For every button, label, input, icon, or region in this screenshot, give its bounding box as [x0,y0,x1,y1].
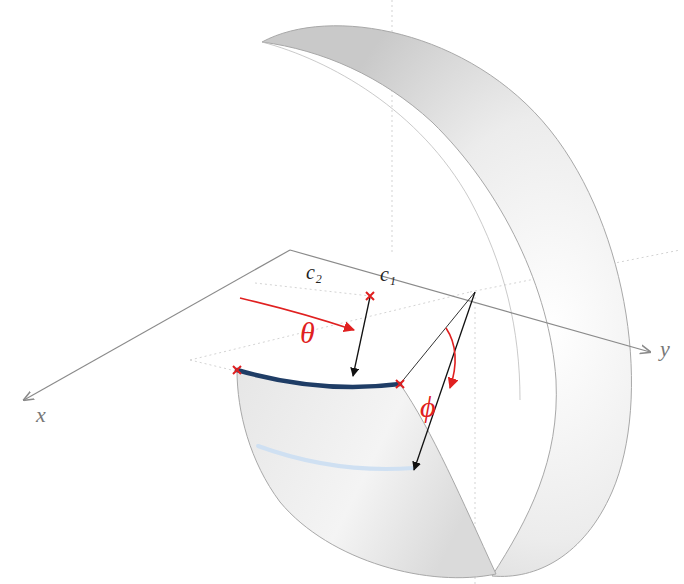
angle-label: θ [300,318,315,348]
parameter-label: c₁ [380,264,396,284]
y-axis [290,250,650,352]
axis-label: x [36,404,46,426]
torus-front-surface [237,370,496,578]
parallel-arc [258,446,414,469]
torus-inner-edge [262,42,520,400]
axis-label: y [660,338,670,360]
cut-edge-arc [237,370,400,387]
phi-radius-arrow [414,292,475,470]
angle-label: ϕ [420,392,436,422]
parameter-label: c₂ [306,262,322,282]
guide-lines [190,0,680,584]
phi-arc [446,328,455,388]
x-axis [24,250,290,400]
theta-arc [240,298,354,330]
point-markers [233,292,404,388]
phi-reference-line [400,292,475,384]
minor-radius-arrow [353,297,370,376]
